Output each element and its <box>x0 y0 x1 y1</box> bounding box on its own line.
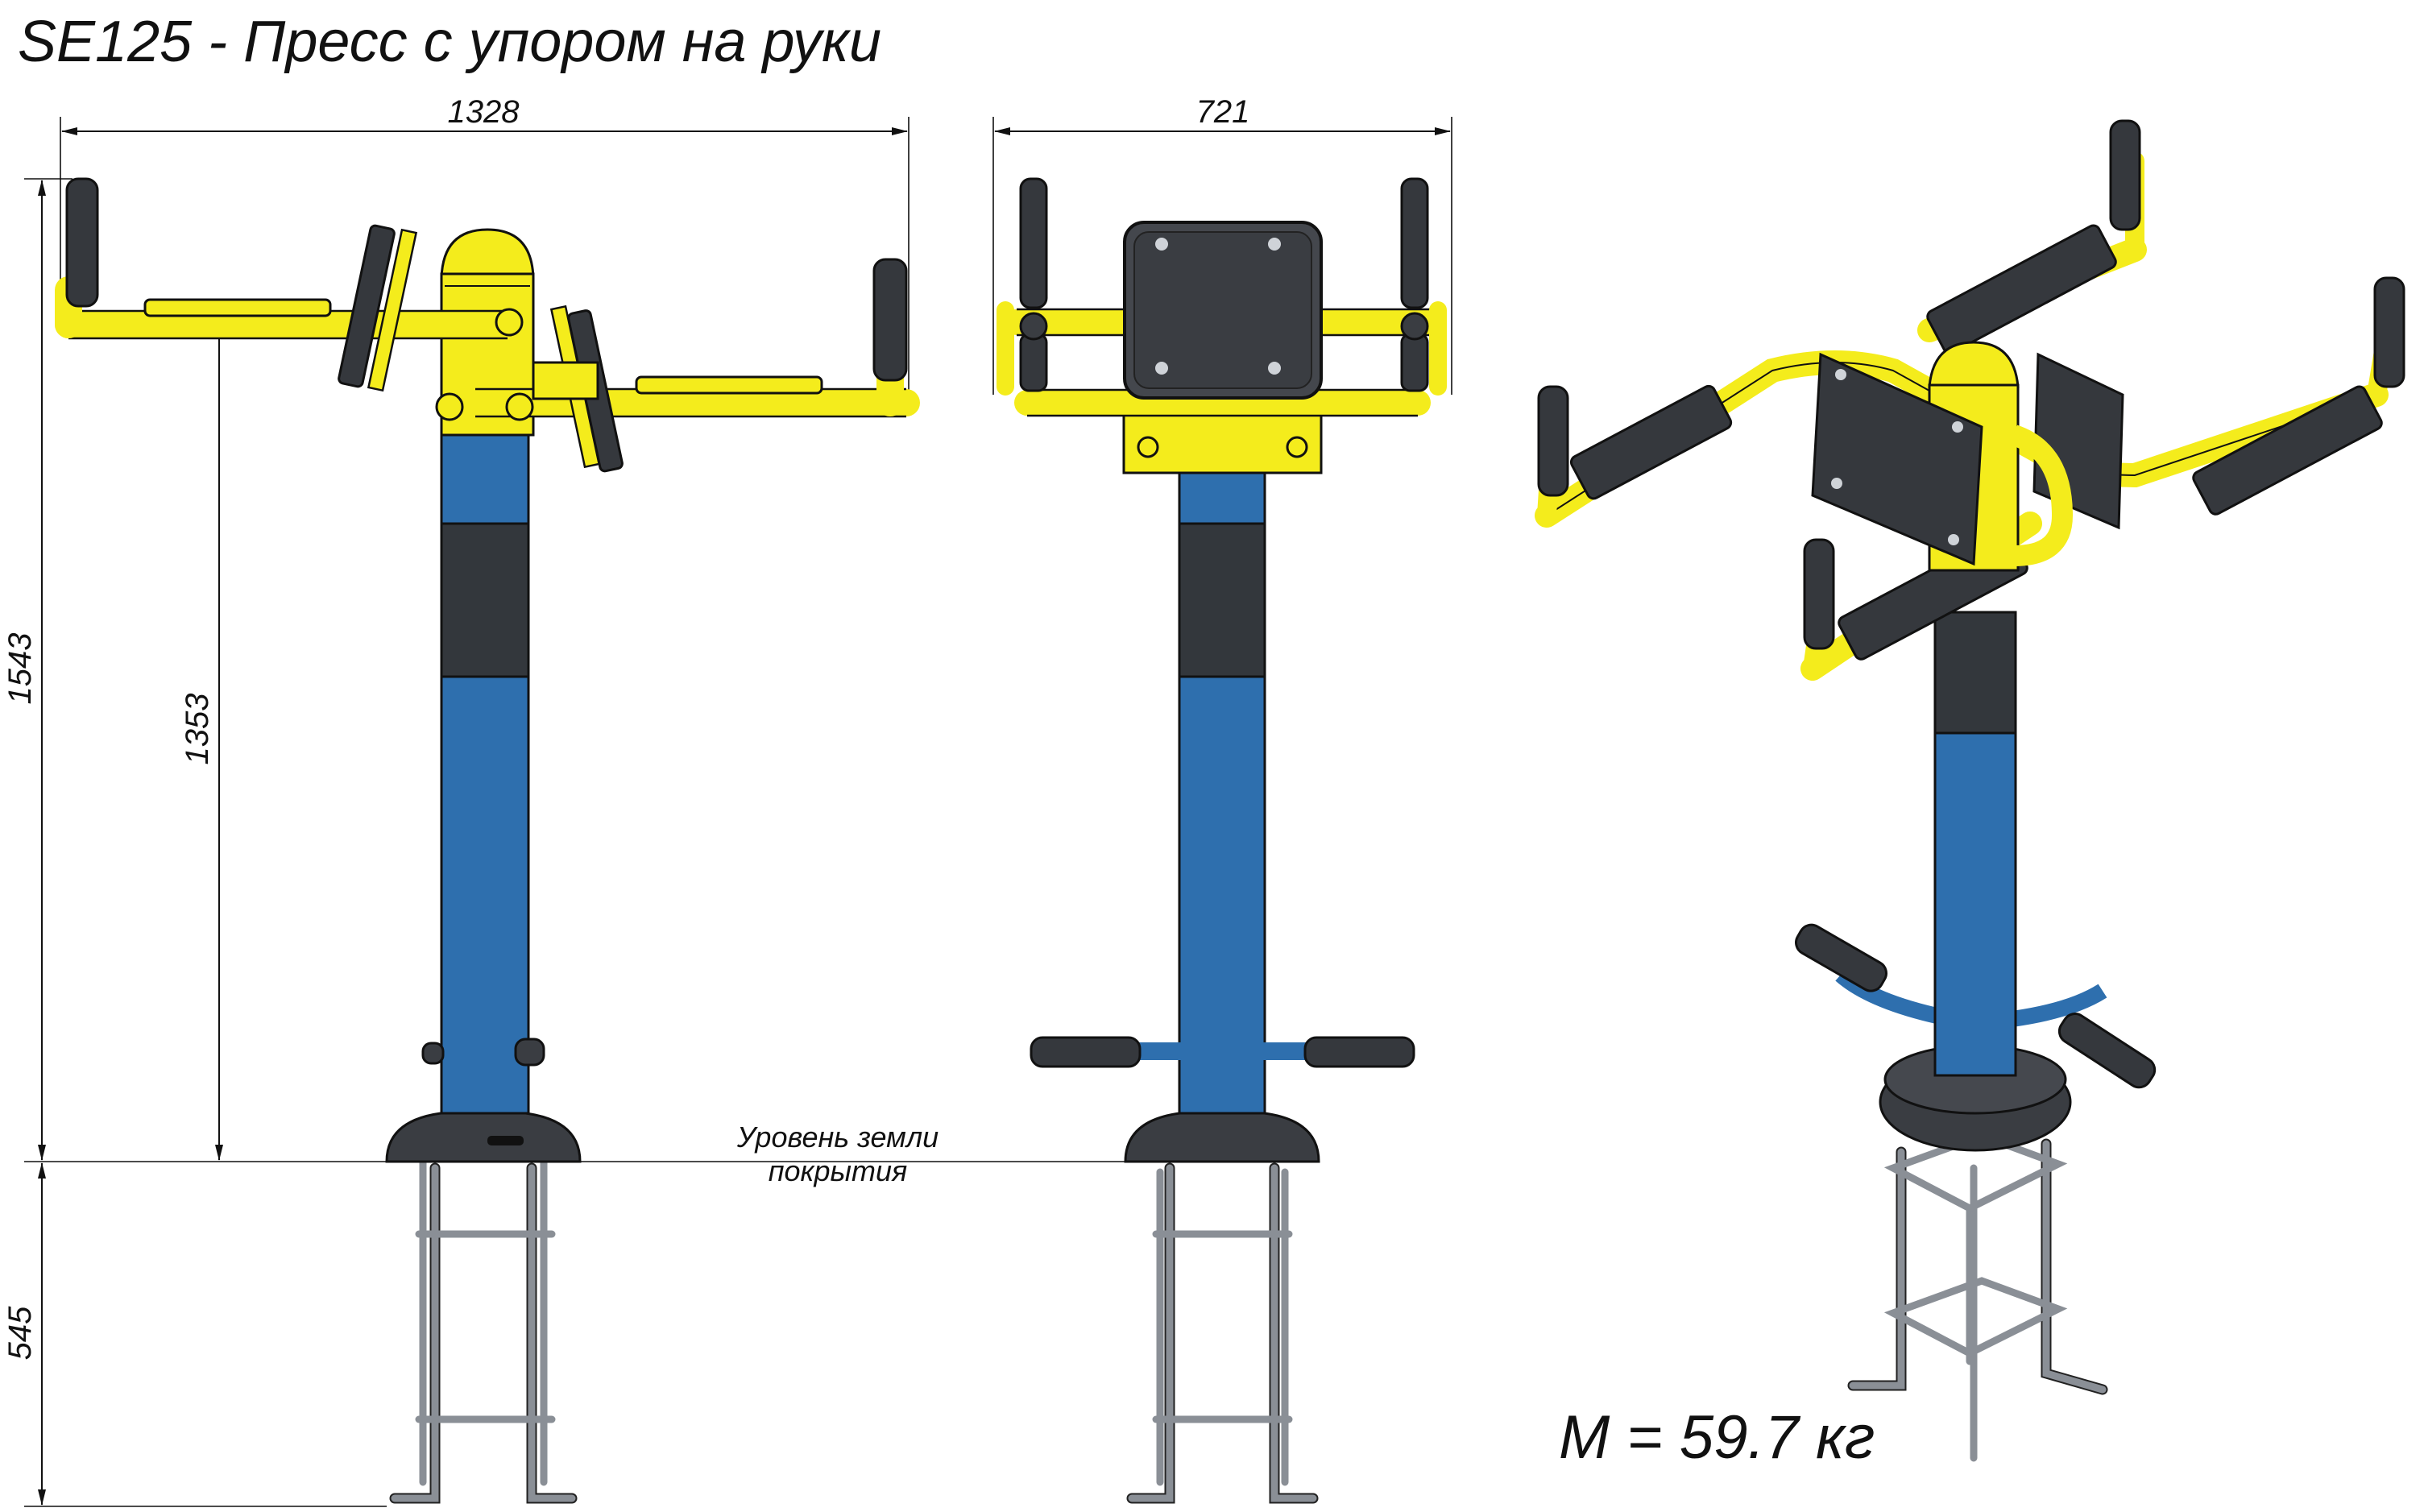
side-right-pad <box>635 375 823 395</box>
isometric-view <box>1535 119 2405 1462</box>
iso-pad-2 <box>2192 385 2383 516</box>
side-post-grip-band <box>440 522 530 678</box>
dimension-width-front-label: 721 <box>1196 94 1250 130</box>
iso-grip-1 <box>2109 119 2141 231</box>
iso-left-foot-handle <box>1795 923 1887 992</box>
iso-grip-2 <box>2373 276 2405 388</box>
dimension-width-front: 721 <box>992 94 1452 395</box>
side-right-grip <box>872 258 908 382</box>
side-left-pad <box>143 298 332 317</box>
dimension-handle-height: 1353 <box>180 305 223 1161</box>
front-view <box>997 177 1447 1504</box>
front-left-foot-handle <box>1030 1036 1142 1068</box>
iso-grip-4 <box>1803 538 1835 650</box>
ground-label-line2: покрытия <box>769 1154 908 1187</box>
iso-back-rest-2 <box>2032 352 2124 530</box>
side-anchor-rebar <box>389 1120 578 1504</box>
front-anchor-rebar <box>1126 1162 1319 1504</box>
front-right-grip-lower <box>1400 333 1429 392</box>
front-left-grip-lower <box>1019 333 1048 392</box>
iso-right-foot-handle <box>2057 1013 2157 1089</box>
dimension-depth-label: 545 <box>2 1306 38 1360</box>
front-base <box>1124 1110 1320 1163</box>
drawing-title: SE125 - Пресс с упором на руки <box>18 10 881 74</box>
iso-grip-3 <box>1537 385 1569 497</box>
iso-anchor-rebar <box>1847 1132 2108 1462</box>
iso-pad-1 <box>1926 224 2117 354</box>
ground-label-line1: Уровень земли <box>736 1121 939 1154</box>
dimension-width-side-label: 1328 <box>448 94 520 130</box>
side-left-grip <box>65 177 99 308</box>
mass-label: M = 59.7 кг <box>1559 1403 1875 1472</box>
side-base <box>385 1110 582 1163</box>
dimension-depth: 545 <box>2 1162 387 1507</box>
front-right-foot-handle <box>1303 1036 1415 1068</box>
side-head-dome <box>440 228 535 280</box>
side-view <box>55 177 920 1504</box>
iso-back-rest-1 <box>1811 352 1983 566</box>
front-left-grip-upper <box>1019 177 1048 309</box>
iso-pad-3 <box>1569 384 1733 500</box>
front-post-grip-band <box>1178 522 1266 678</box>
iso-head-dome <box>1928 341 2020 388</box>
dimension-total-height: 1543 <box>2 178 73 1161</box>
front-right-grip-upper <box>1400 177 1429 309</box>
dimension-total-height-label: 1543 <box>2 633 38 705</box>
dimension-handle-height-label: 1353 <box>180 694 215 765</box>
iso-post-grip-band <box>1933 611 2017 735</box>
dimension-width-side: 1328 <box>60 94 910 395</box>
